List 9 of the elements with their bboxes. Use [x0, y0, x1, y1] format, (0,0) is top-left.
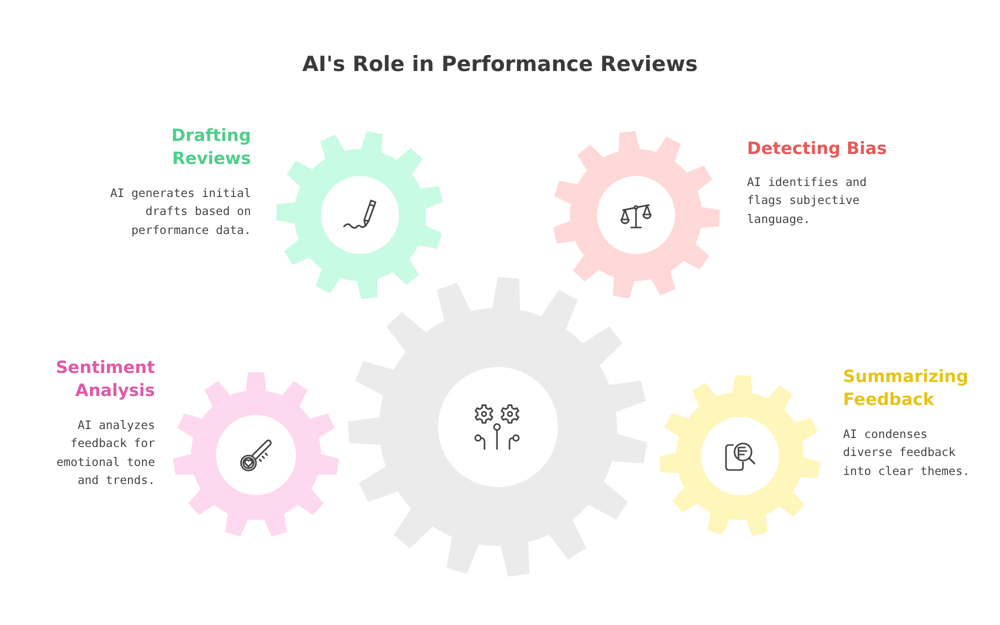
heading: Detecting Bias — [747, 138, 888, 160]
description: AI identifies and flags subjective language. — [747, 174, 868, 228]
title: AI's Role in Performance Reviews — [301, 51, 699, 77]
description: AI analyzes feedback for emotional tone and trends. — [55, 417, 155, 490]
description: AI condenses diverse feedback into clear themes. — [843, 426, 971, 480]
heading: Drafting Reviews — [170, 124, 251, 170]
heading: Summarizing Feedback — [843, 366, 970, 412]
heading: Sentiment Analysis — [54, 356, 155, 402]
description: AI generates initial drafts based on performance data. — [109, 185, 251, 239]
